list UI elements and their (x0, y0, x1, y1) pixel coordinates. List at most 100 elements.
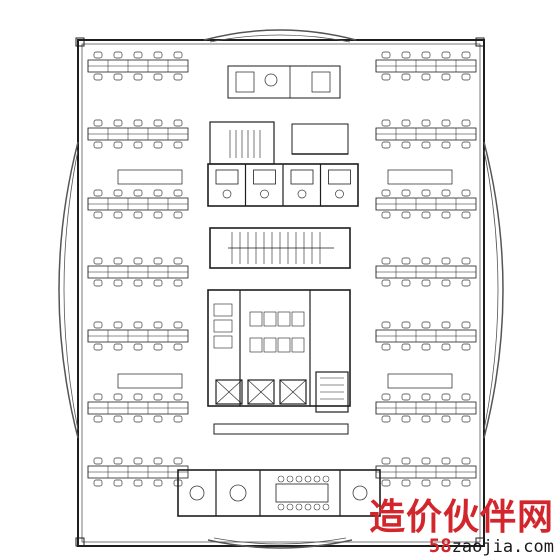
chair (113, 415, 123, 423)
chair (421, 51, 431, 59)
office-chair (260, 189, 269, 199)
coffee-table (264, 73, 278, 87)
office-desk (215, 169, 239, 185)
chair (461, 479, 471, 487)
chair (113, 457, 123, 465)
chair (421, 119, 431, 127)
chair (133, 479, 143, 487)
chair (381, 393, 391, 401)
chair (381, 141, 391, 149)
chair (153, 415, 163, 423)
chair (381, 479, 391, 487)
chair (421, 279, 431, 287)
workstation-cluster (375, 321, 477, 351)
chair (153, 279, 163, 287)
corner-column (475, 37, 485, 47)
chair (133, 457, 143, 465)
office-desk (290, 169, 314, 185)
office-desk (253, 169, 276, 185)
right-curved-facade (483, 141, 504, 439)
elevator-shaft (247, 379, 275, 405)
chair (381, 73, 391, 81)
watermark-url-domain: zaojia.com (451, 537, 554, 557)
chair (93, 415, 103, 423)
chair (401, 479, 411, 487)
chair (381, 257, 391, 265)
workstation-cluster (87, 119, 189, 149)
chair (93, 73, 103, 81)
chair (461, 279, 471, 287)
chair (173, 141, 183, 149)
toilet-stall (277, 337, 291, 353)
bottom-meeting-rooms (177, 469, 381, 517)
meeting-room-block (177, 469, 381, 517)
chair (381, 457, 391, 465)
toilet-stall (263, 311, 277, 327)
toilet-stall (249, 311, 263, 327)
lounge-area (227, 65, 341, 99)
chair (421, 73, 431, 81)
elevator-shaft (279, 379, 307, 405)
chair (113, 343, 123, 351)
chair (421, 321, 431, 329)
chair (441, 415, 451, 423)
chair (173, 321, 183, 329)
chair (421, 343, 431, 351)
chair (441, 211, 451, 219)
chair (93, 211, 103, 219)
chair (381, 343, 391, 351)
chair (461, 393, 471, 401)
meeting-table (117, 169, 183, 185)
toilet-stall (277, 311, 291, 327)
bottom-curved-facade (207, 539, 353, 549)
chair (173, 211, 183, 219)
elevator-shaft (215, 379, 243, 405)
workstation-cluster (87, 457, 189, 487)
chair (153, 257, 163, 265)
chair (153, 343, 163, 351)
chair (153, 393, 163, 401)
watermark: 造价伙伴网 58zaojia.com (369, 499, 554, 556)
office-chair (297, 189, 307, 199)
chair (441, 279, 451, 287)
chair (173, 279, 183, 287)
chair (421, 393, 431, 401)
chair (113, 257, 123, 265)
chair (461, 457, 471, 465)
chair (153, 211, 163, 219)
chair (173, 119, 183, 127)
chair (93, 51, 103, 59)
workstation-cluster (87, 321, 189, 351)
left-curved-facade-inner (63, 149, 79, 431)
chair (401, 211, 411, 219)
chair (441, 189, 451, 197)
chair (93, 189, 103, 197)
meeting-table (387, 373, 453, 389)
chair (133, 257, 143, 265)
chair (133, 51, 143, 59)
chair (441, 321, 451, 329)
workstation-cluster (375, 457, 477, 487)
chair (153, 479, 163, 487)
chair (401, 73, 411, 81)
toilet-stall (249, 337, 263, 353)
chair (277, 503, 285, 511)
chair (173, 73, 183, 81)
round-table (352, 485, 368, 501)
chair (153, 457, 163, 465)
chair (173, 257, 183, 265)
chair (93, 457, 103, 465)
chair (173, 415, 183, 423)
left-curved-facade (58, 141, 79, 439)
chair (401, 141, 411, 149)
meeting-table (117, 373, 183, 389)
chair (401, 457, 411, 465)
chair (133, 189, 143, 197)
chair (381, 119, 391, 127)
chair (401, 343, 411, 351)
toilet-stall (291, 311, 305, 327)
chair (461, 257, 471, 265)
chair (441, 51, 451, 59)
chair (173, 189, 183, 197)
